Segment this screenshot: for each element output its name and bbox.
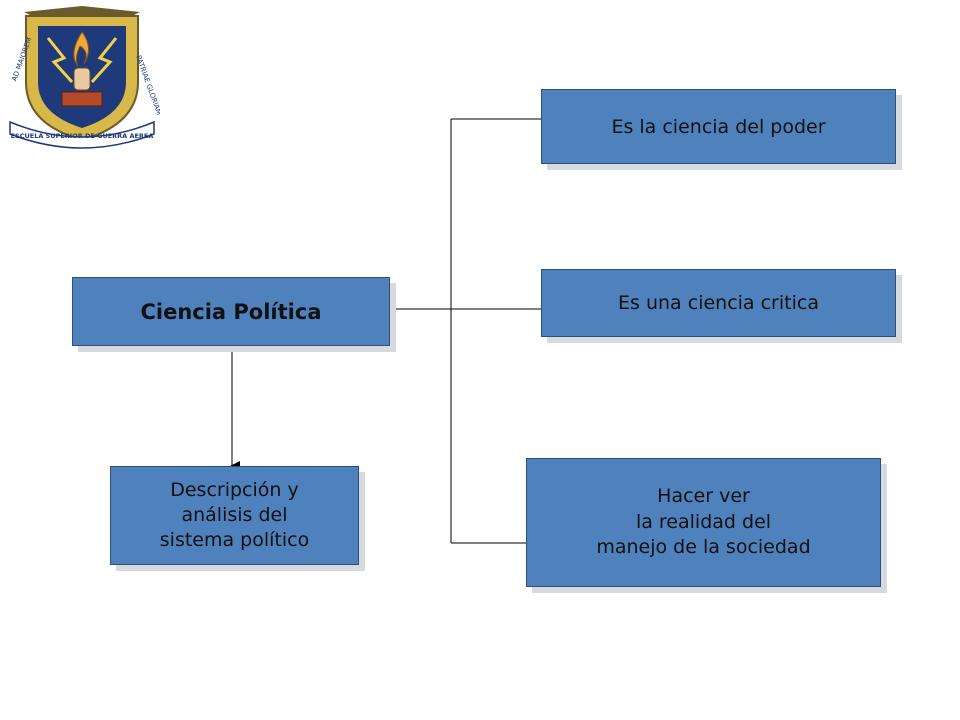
emblem-base [61,91,103,107]
branch-node-label: Hacer ver la realidad del manejo de la s… [596,485,811,559]
branch-node-label: Es la ciencia del poder [611,115,826,138]
emblem-bolt-right [90,37,118,84]
emblem-ribbon-text: ESCUELA SUPERIOR DE GUERRA AEREA [11,132,154,140]
below-node-label: Descripción y análisis del sistema polít… [159,479,310,551]
root-node-ciencia-politica: Ciencia Política [72,277,390,346]
below-node-descripcion: Descripción y análisis del sistema polít… [110,466,359,565]
emblem-fist [73,67,91,91]
school-emblem-icon: AD MAIOREM PATRIAE GLORIAM ESCUELA SUPER… [9,6,160,149]
root-node-label: Ciencia Política [140,299,322,324]
branch-node-label: Es una ciencia critica [618,292,819,314]
emblem-ribbon [9,120,155,149]
emblem-bolt-left [46,37,74,84]
branch-node-ciencia-del-poder: Es la ciencia del poder [541,89,896,164]
branch-node-hacer-ver: Hacer ver la realidad del manejo de la s… [526,458,881,587]
emblem-flame [73,31,89,67]
branch-node-ciencia-critica: Es una ciencia critica [541,269,896,337]
